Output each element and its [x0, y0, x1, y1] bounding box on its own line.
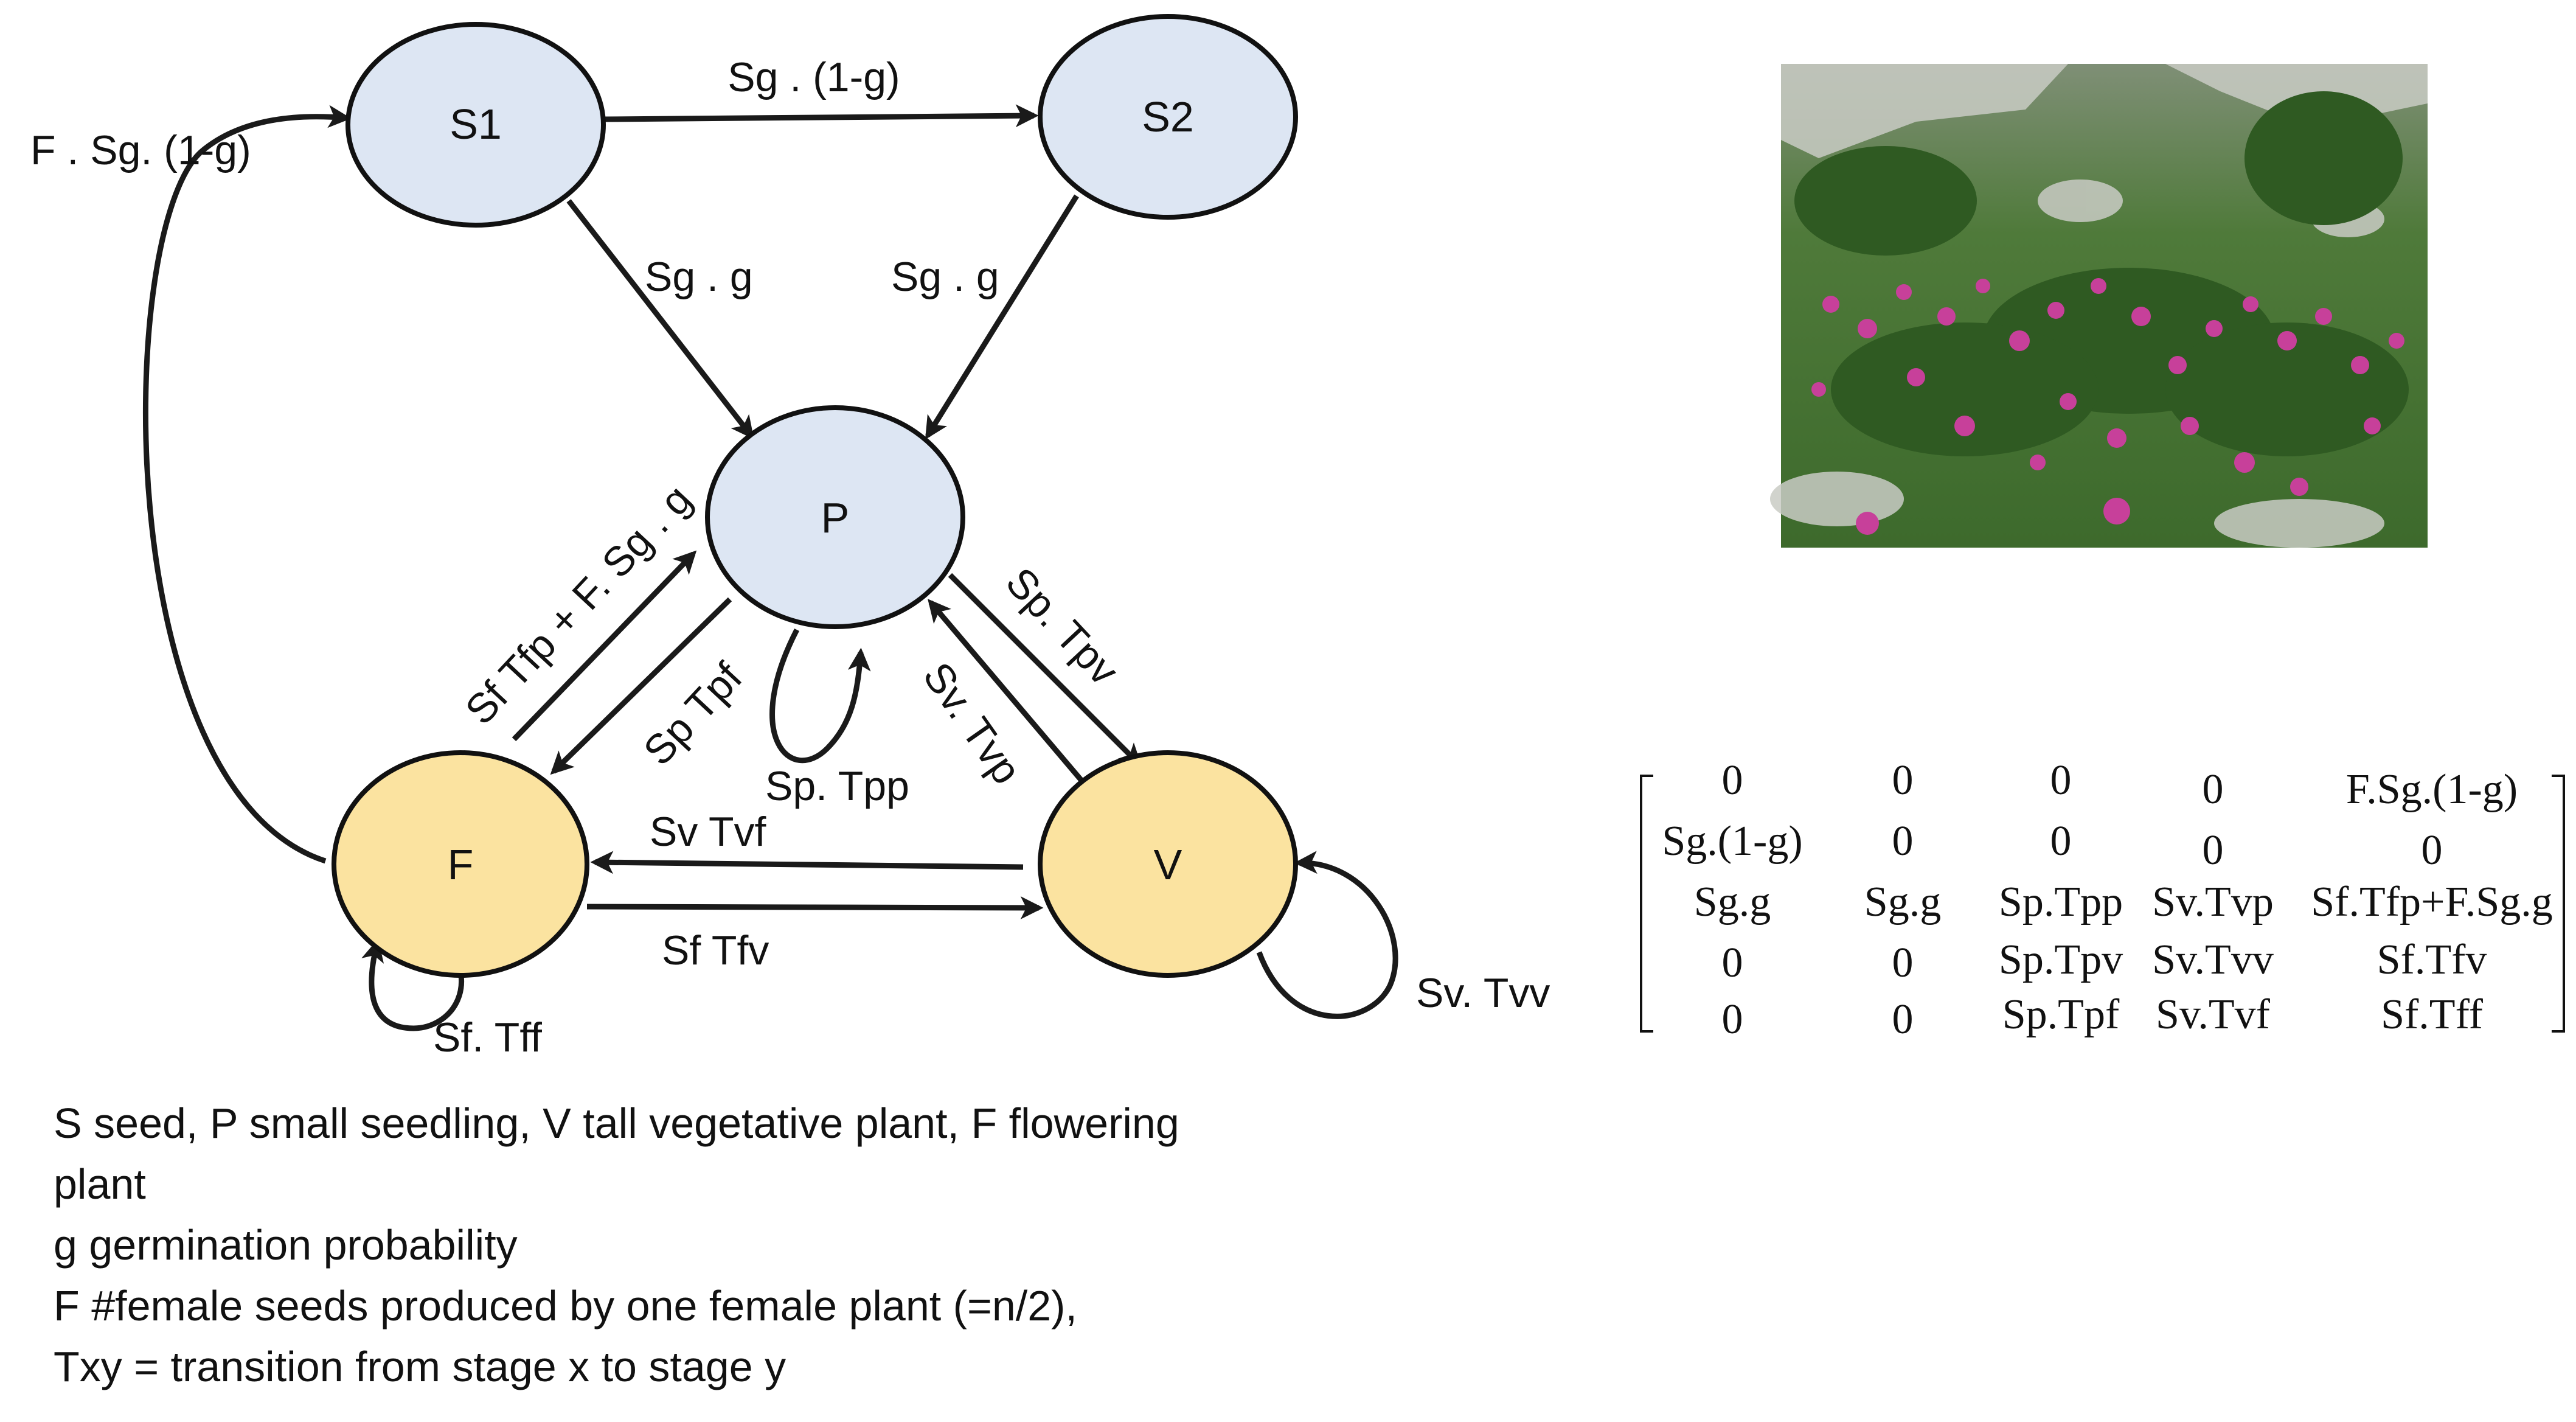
- node-p-shape: [705, 405, 965, 629]
- matrix-cell: 0: [2422, 827, 2443, 874]
- node-f-shape: [332, 750, 589, 978]
- node-v: V: [1038, 750, 1298, 978]
- edge-p-v: [948, 573, 1142, 767]
- matrix-cell: Sf.Tfv: [2377, 936, 2487, 983]
- matrix-cell: 0: [1722, 996, 1743, 1043]
- matrix-cell: Sg.g: [1694, 879, 1771, 925]
- node-s2-shape: [1038, 14, 1298, 220]
- matrix-cell: 0: [1892, 818, 1914, 865]
- label-s1-p: Sg . g: [645, 254, 753, 300]
- label-f-p: Sf Tfp + F. Sg . g: [456, 476, 700, 734]
- node-f-label: F: [448, 841, 474, 888]
- matrix-cell: Sv.Tvp: [2152, 879, 2274, 925]
- edge-s1-s2: [605, 104, 1039, 128]
- label-p-v: Sp. Tpv: [997, 559, 1128, 694]
- node-s1: S1: [345, 22, 606, 228]
- matrix-cell: 0: [1722, 939, 1743, 986]
- matrix-cell: 0: [2050, 818, 2072, 865]
- matrix-cell: Sp.Tpp: [1999, 879, 2123, 925]
- node-v-shape: [1038, 750, 1298, 978]
- matrix-cell: 0: [2203, 827, 2224, 874]
- label-s1-s2: Sg . (1-g): [727, 54, 900, 100]
- label-v-p: Sv. Tvp: [914, 654, 1030, 792]
- photo-flowers: [1811, 278, 2404, 535]
- edge-f-p: [512, 550, 697, 742]
- matrix-cell: 0: [2050, 757, 2072, 804]
- edge-s1-p: [566, 199, 754, 439]
- node-v-label: V: [1154, 841, 1182, 888]
- label-f-v: Sf Tfv: [662, 927, 769, 974]
- edge-v-f: [590, 851, 1024, 874]
- edge-f-v: [586, 896, 1044, 919]
- node-s1-label: S1: [450, 100, 502, 148]
- node-f: F: [332, 750, 589, 978]
- matrix-cell: Sv.Tvv: [2152, 936, 2274, 983]
- label-f-f: Sf. Tff: [433, 1014, 542, 1061]
- label-p-p: Sp. Tpp: [765, 763, 909, 809]
- legend: S seed, P small seedling, V tall vegetat…: [54, 1100, 1179, 1390]
- legend-line: g germination probability: [54, 1221, 518, 1269]
- edge-s2-p: [925, 194, 1079, 440]
- edge-p-p: [769, 628, 871, 764]
- matrix-cell: 0: [1722, 757, 1743, 804]
- legend-line: Txy = transition from stage x to stage y: [54, 1343, 786, 1390]
- label-v-f: Sv Tvf: [650, 809, 766, 855]
- edge-p-f: [550, 597, 732, 775]
- node-s2-label: S2: [1142, 93, 1194, 141]
- node-s2: S2: [1038, 14, 1298, 220]
- matrix-cell: 0: [1892, 939, 1914, 986]
- node-s1-shape: [345, 22, 606, 228]
- edge-f-s1: [143, 105, 352, 864]
- edge-v-p: [928, 599, 1085, 784]
- matrix-left-bracket: [1640, 775, 1653, 1033]
- edge-v-v: [1256, 851, 1398, 1019]
- matrix-cell: Sv.Tvf: [2156, 991, 2271, 1038]
- matrix-cell: 0: [2203, 766, 2224, 813]
- matrix-cell: 0: [1892, 996, 1914, 1043]
- legend-line: plant: [54, 1160, 146, 1208]
- peony-meadow-photo: [1770, 64, 2428, 548]
- label-s2-p: Sg . g: [891, 254, 999, 300]
- matrix-cell: 0: [1892, 757, 1914, 804]
- legend-line: F #female seeds produced by one female p…: [54, 1282, 1077, 1330]
- legend-line: S seed, P small seedling, V tall vegetat…: [54, 1100, 1179, 1147]
- matrix-cell: Sf.Tfp+F.Sg.g: [2311, 879, 2553, 925]
- node-p-label: P: [821, 494, 850, 542]
- matrix-cell: F.Sg.(1-g): [2346, 766, 2518, 813]
- node-p: P: [705, 405, 965, 629]
- projection-matrix: 0 0 0 0 F.Sg.(1-g) Sg.(1-g) 0 0 0 0 Sg.g…: [1640, 757, 2565, 1043]
- matrix-cell: Sf.Tff: [2381, 991, 2484, 1038]
- label-v-v: Sv. Tvv: [1416, 970, 1550, 1016]
- nodes: S1 S2 P F V: [332, 14, 1298, 978]
- matrix-cell: Sp.Tpf: [2002, 991, 2120, 1038]
- matrix-cell: Sg.g: [1864, 879, 1941, 925]
- matrix-right-bracket: [2552, 775, 2565, 1033]
- matrix-cell: Sg.(1-g): [1662, 818, 1802, 865]
- matrix-cell: Sp.Tpv: [1999, 936, 2123, 983]
- label-f-s1: F . Sg. (1-g): [30, 127, 251, 173]
